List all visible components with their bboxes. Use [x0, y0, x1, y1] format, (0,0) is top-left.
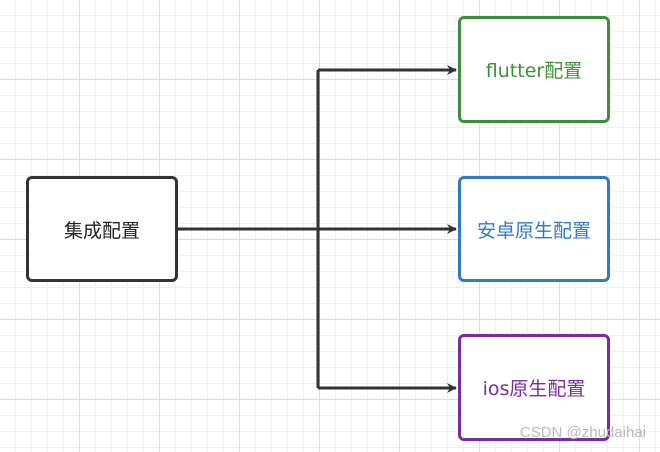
android-native-config-node[interactable]: 安卓原生配置: [458, 176, 610, 282]
flutter-config-node[interactable]: flutter配置: [458, 16, 610, 123]
root-node[interactable]: 集成配置: [26, 176, 178, 282]
android-native-config-label: 安卓原生配置: [476, 219, 591, 242]
root-node-label: 集成配置: [63, 219, 140, 242]
flutter-config-label: flutter配置: [485, 60, 583, 82]
ios-native-config-label: ios原生配置: [482, 378, 586, 400]
watermark: CSDN @zhudaihai: [519, 424, 646, 441]
ios-native-config-node[interactable]: ios原生配置: [458, 334, 610, 441]
